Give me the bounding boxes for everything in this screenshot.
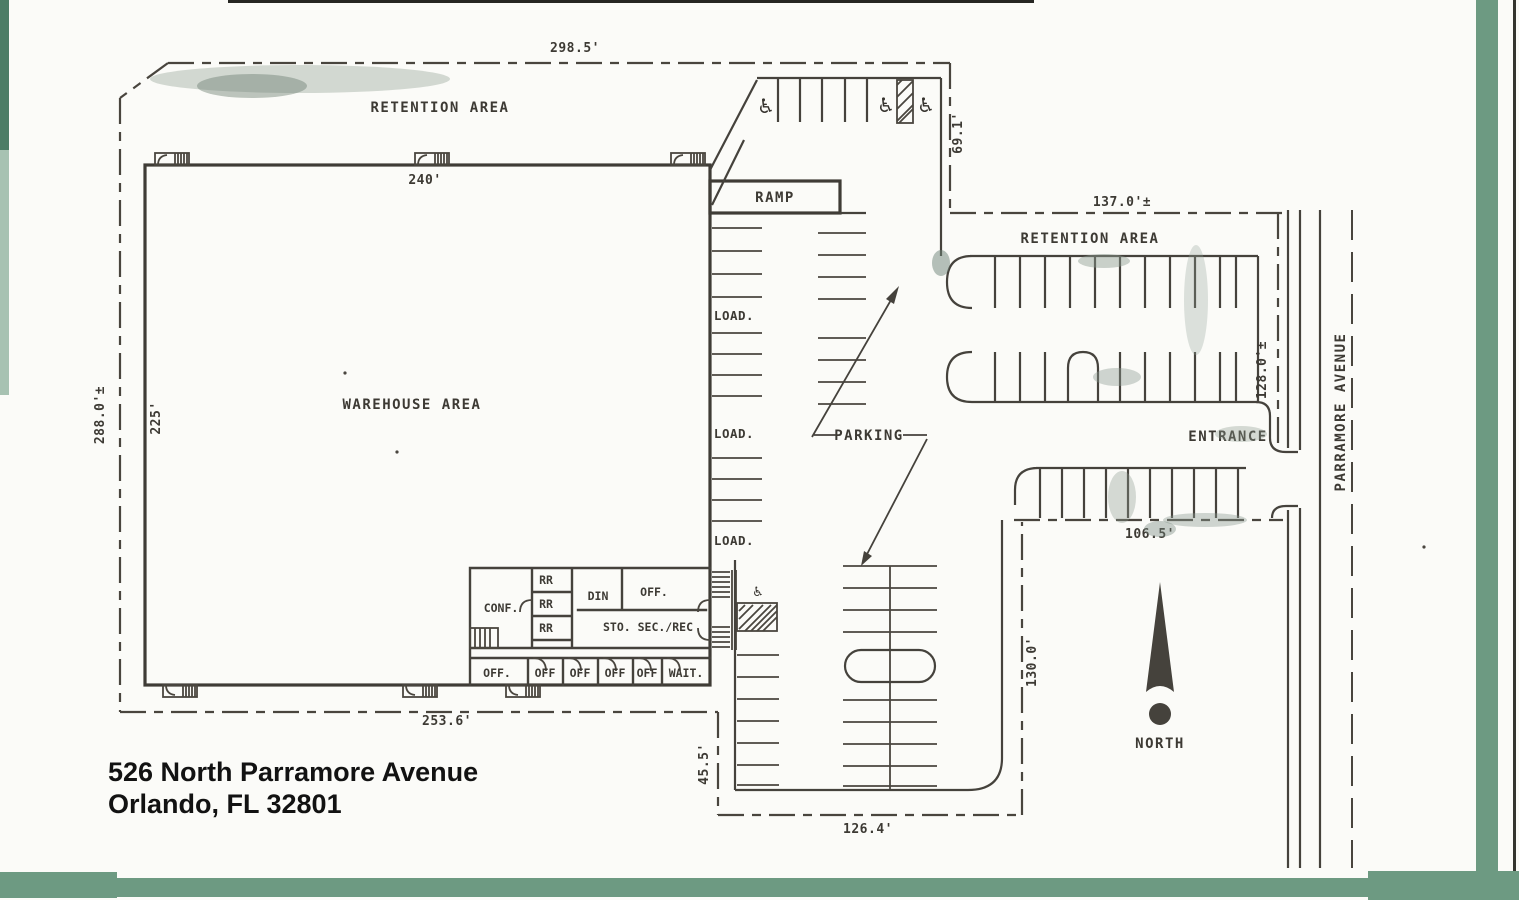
entrance-label: ENTRANCE <box>1188 429 1267 445</box>
loading-dock-area: RAMP LOAD. LOAD. LOAD. <box>708 79 866 548</box>
hatched-walk-pad <box>736 602 778 632</box>
dim-warehouse-north: 240' <box>408 173 441 188</box>
bottom-green-bar-right <box>1368 871 1519 900</box>
office-wing: ♿ CONF. RR RR RR DIN OFF. STO. SEC./REC … <box>468 566 778 687</box>
dim-warehouse-south: 253.6' <box>422 714 472 729</box>
load-label-3: LOAD. <box>714 533 754 548</box>
north-arrow-icon <box>1146 582 1174 692</box>
dim-east-boundary: 128.0'± <box>1255 341 1270 399</box>
room-label-storage-sec-rec: STO. SEC./REC <box>603 620 693 634</box>
room-label-office-sw: OFF. <box>483 666 511 680</box>
hatched-access-aisle <box>896 79 914 124</box>
dim-west-boundary: 288.0'± <box>93 386 108 444</box>
lower-lot-stall-stripes <box>737 565 937 789</box>
aisle-stall-stripes <box>818 232 866 405</box>
bottom-green-bar-left <box>0 872 117 898</box>
room-label-restroom: RR <box>539 573 553 587</box>
parking-leader-lines <box>811 292 928 561</box>
dim-north-boundary: 298.5' <box>550 41 600 56</box>
room-label-office-c: OFF <box>605 666 626 680</box>
dimension-labels: 298.5' 240' 288.0'± 225' 69.1' 137.0'± 1… <box>93 41 1270 837</box>
street-name-label: PARRAMORE AVENUE <box>1333 333 1349 492</box>
address-block: 526 North Parramore Avenue Orlando, FL 3… <box>108 757 478 819</box>
ramp-label: RAMP <box>755 190 795 206</box>
entry-closet <box>469 627 499 649</box>
top-scan-line <box>228 0 1034 3</box>
warehouse-outline <box>143 163 712 687</box>
retention-parking-lot: RETENTION AREA <box>945 231 1260 404</box>
door-vent-icon <box>670 152 706 166</box>
door-swing-arcs <box>519 599 711 672</box>
north-label: NORTH <box>1135 736 1185 752</box>
bottom-green-bar <box>115 878 1371 897</box>
address-line1: 526 North Parramore Avenue <box>108 757 478 787</box>
retention-area-top-label: RETENTION AREA <box>370 100 509 116</box>
left-scan-strip-fade <box>0 150 9 395</box>
dim-warehouse-west: 225' <box>149 401 164 434</box>
handicap-icon: ♿ <box>877 93 895 117</box>
entry-stairs <box>712 570 737 650</box>
entrance-parking-row <box>1013 466 1246 518</box>
warehouse-building: WAREHOUSE AREA <box>143 152 712 698</box>
street-curb-lines <box>1286 210 1322 868</box>
dock-stall-stripes <box>712 227 762 522</box>
room-label-restroom: RR <box>539 621 553 635</box>
room-label-office-b: OFF <box>570 666 591 680</box>
room-label-office-a: OFF <box>535 666 556 680</box>
ramp-outline <box>708 179 842 215</box>
corner-diagonals <box>709 79 758 206</box>
room-label-dining: DIN <box>588 589 609 603</box>
room-label-conference: CONF. <box>484 601 519 615</box>
entrance-drive-edges <box>1255 400 1298 519</box>
handicap-stall-lines <box>757 76 943 256</box>
retention-area-east-label: RETENTION AREA <box>1020 231 1159 247</box>
north-arrow-dot <box>1149 703 1171 725</box>
room-label-office-top: OFF. <box>640 585 668 599</box>
room-label-waiting: WAIT. <box>669 666 704 680</box>
property-boundary <box>118 61 1285 817</box>
dim-lower-lot-west: 45.5' <box>697 743 712 785</box>
retention-lot-lines <box>945 254 1260 404</box>
room-label-restroom: RR <box>539 597 553 611</box>
right-scan-line <box>1513 0 1516 886</box>
office-partition-walls <box>468 566 712 687</box>
door-vent-icon <box>154 152 190 166</box>
dim-northeast-boundary: 69.1' <box>951 112 966 154</box>
warehouse-area-label: WAREHOUSE AREA <box>342 397 481 413</box>
door-vent-icon <box>162 684 198 698</box>
handicap-icon: ♿ <box>752 585 764 600</box>
parking-label: PARKING <box>834 428 904 444</box>
lower-parking-lot <box>733 520 1004 792</box>
right-green-strip <box>1476 0 1498 900</box>
parking-callout: PARKING <box>811 286 928 566</box>
boundary-lines <box>118 61 1285 817</box>
door-vent-icon <box>505 684 541 698</box>
load-label-2: LOAD. <box>714 426 754 441</box>
address-line2: Orlando, FL 32801 <box>108 789 342 819</box>
entrance-row-lines <box>1013 466 1246 518</box>
arrowhead-down-icon <box>861 551 872 566</box>
arrowhead-up-icon <box>886 286 899 304</box>
handicap-parking-row: ♿ ♿ ♿ <box>757 76 943 256</box>
dim-lower-lot-east: 130.0' <box>1025 637 1040 687</box>
lower-lot-boundary <box>733 520 1004 792</box>
dim-south-boundary: 126.4' <box>843 822 893 837</box>
left-scan-strip <box>0 0 9 150</box>
door-vent-icon <box>402 684 438 698</box>
load-label-1: LOAD. <box>714 308 754 323</box>
handicap-icon: ♿ <box>757 94 775 118</box>
dim-entrance-row: 106.5' <box>1125 527 1175 542</box>
entrance-and-street: ENTRANCE PARRAMORE AVENUE <box>1188 210 1353 868</box>
room-label-office-d: OFF <box>637 666 658 680</box>
parking-island <box>843 648 937 684</box>
scan-artifacts <box>150 65 1426 549</box>
dim-retention-north: 137.0'± <box>1093 195 1151 210</box>
north-arrow: NORTH <box>1135 582 1185 752</box>
door-vent-icon <box>414 152 450 166</box>
handicap-icon: ♿ <box>917 93 935 117</box>
